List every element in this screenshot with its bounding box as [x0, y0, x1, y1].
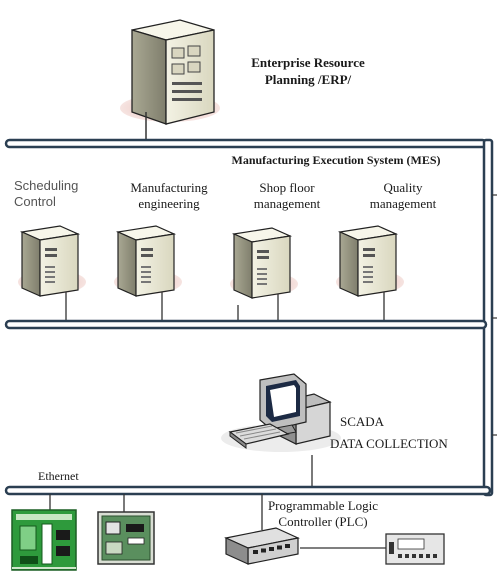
mes-server-icon-4 [335, 225, 405, 297]
mes-server-icon-1 [17, 225, 87, 297]
network-switch-icon [224, 527, 300, 565]
erp-label-line1: Enterprise Resource [251, 55, 365, 70]
top-bus [4, 138, 488, 149]
ethernet-label: Ethernet [38, 469, 79, 483]
mes-server-icon-3 [229, 227, 299, 299]
mes-server-icon-2 [113, 225, 183, 297]
circuit-board-icon [97, 511, 155, 565]
scada-workstation-icon [221, 373, 341, 452]
plc-label: Programmable Logic Controller (PLC) [267, 498, 379, 529]
mes-connectors [65, 292, 385, 322]
mes-title: Manufacturing Execution System (MES) [231, 153, 441, 167]
erp-label-line2: Planning /ERP/ [264, 72, 352, 87]
mes-module-label-shopfloor: Shop floor management [253, 180, 321, 211]
field-connectors [49, 494, 388, 549]
mes-module-label-quality: Quality management [369, 180, 437, 211]
scada-label: SCADA DATA COLLECTION [330, 414, 448, 451]
mes-bus [4, 319, 488, 330]
plc-module-icon [385, 533, 445, 565]
ethernet-bus [4, 485, 492, 496]
green-circuit-board-icon [11, 509, 77, 571]
erp-server-icon [120, 19, 220, 125]
mes-module-label-engineering: Manufacturing engineering [130, 180, 208, 211]
mes-module-label-scheduling: Scheduling Control [14, 178, 79, 209]
